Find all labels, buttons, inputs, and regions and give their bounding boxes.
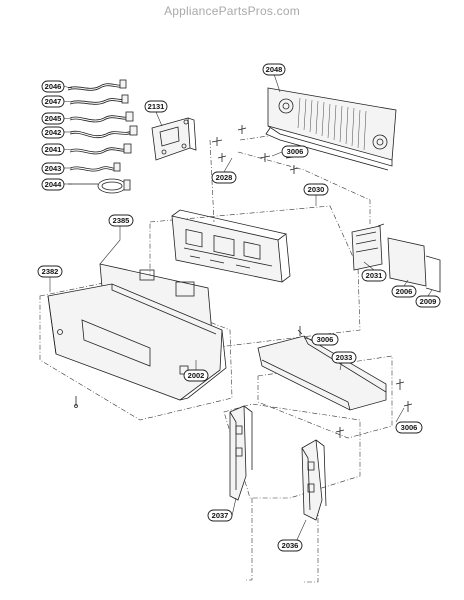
part-label-2002: 2002 <box>183 369 209 382</box>
part-number: 2041 <box>45 145 62 154</box>
part-number: 2046 <box>45 82 62 91</box>
part-label-2028: 2028 <box>211 171 237 184</box>
assembly-boundaries <box>39 135 393 583</box>
part-number: 3006 <box>401 423 418 432</box>
part-label-2046: 2046 <box>41 80 65 93</box>
part-label-2033: 2033 <box>331 351 357 364</box>
part-label-2006: 2006 <box>391 285 417 298</box>
part-number: 3006 <box>287 147 304 156</box>
part-label-2131: 2131 <box>144 100 168 113</box>
part-number: 2028 <box>216 173 233 182</box>
part-label-3006-upper: 3006 <box>281 145 309 158</box>
part-label-2042: 2042 <box>41 126 65 139</box>
part-label-2009: 2009 <box>415 295 441 308</box>
part-number: 3006 <box>317 335 334 344</box>
part-label-2045: 2045 <box>41 112 65 125</box>
part-number: 2036 <box>282 541 299 550</box>
part-number: 2048 <box>266 65 283 74</box>
wire-harnesses <box>67 79 138 194</box>
part-number: 2033 <box>336 353 353 362</box>
part-label-2385: 2385 <box>108 214 134 227</box>
part-number: 2043 <box>45 164 62 173</box>
part-number: 2002 <box>188 371 205 380</box>
part-number: 2009 <box>420 297 437 306</box>
part-label-2043: 2043 <box>41 162 65 175</box>
part-label-2047: 2047 <box>41 95 65 108</box>
part-label-2031: 2031 <box>361 269 387 282</box>
part-number: 2031 <box>366 271 383 280</box>
part-number: 2047 <box>45 97 62 106</box>
part-number: 2042 <box>45 128 62 137</box>
part-label-3006-lower: 3006 <box>395 421 423 434</box>
part-label-2048: 2048 <box>262 63 286 76</box>
trim-rail-2033 <box>257 326 413 412</box>
part-label-2041: 2041 <box>41 143 65 156</box>
part-label-2382: 2382 <box>37 265 63 278</box>
control-panel-2382 <box>47 283 227 408</box>
part-label-2044: 2044 <box>41 178 65 191</box>
side-brackets <box>229 405 345 521</box>
part-label-3006-middle: 3006 <box>311 333 339 346</box>
keypad-parts <box>351 223 441 293</box>
part-label-2037: 2037 <box>207 509 233 522</box>
part-label-2030: 2030 <box>303 183 329 196</box>
vent-grille-2048 <box>265 87 397 171</box>
part-number: 2045 <box>45 114 62 123</box>
part-number: 2044 <box>45 180 63 189</box>
part-number: 2131 <box>148 102 165 111</box>
part-label-2036: 2036 <box>277 539 303 552</box>
part-number: 2030 <box>308 185 325 194</box>
part-number: 2037 <box>212 511 229 520</box>
part-number: 2006 <box>396 287 413 296</box>
part-number: 2382 <box>42 267 59 276</box>
part-number: 2385 <box>113 216 130 225</box>
control-board <box>171 209 291 283</box>
relay-board-2131 <box>151 117 197 161</box>
site-watermark: AppliancePartsPros.com <box>164 4 300 18</box>
